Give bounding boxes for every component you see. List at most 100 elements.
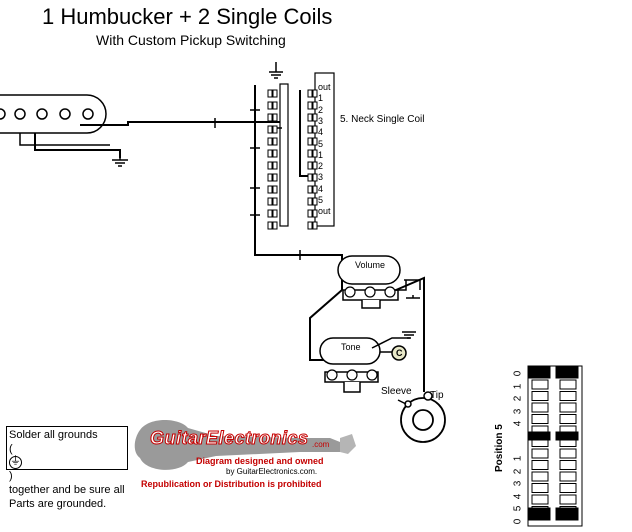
position-number: 3 <box>512 408 524 414</box>
ground-note-line2: together and be sure all <box>9 484 125 496</box>
position-number: 1 <box>512 383 524 389</box>
switch-terminal-label: out <box>318 206 331 217</box>
switch-lug <box>307 185 313 194</box>
switch-lug <box>312 161 318 170</box>
switch-lug <box>272 113 278 122</box>
position-slot <box>531 402 549 413</box>
switch-lug <box>267 221 273 230</box>
neck-pickup-label: 5. Neck Single Coil <box>340 114 425 125</box>
switch-terminal-label: 5 <box>318 138 324 149</box>
position-slot <box>559 483 577 493</box>
switch-lug <box>307 221 313 230</box>
humbucker-poles <box>0 108 94 120</box>
switch-lug <box>307 161 313 170</box>
switch-terminal-label: 2 <box>318 161 324 172</box>
distribution-warning: Republication or Distribution is prohibi… <box>141 479 322 489</box>
switch-lug <box>267 197 273 206</box>
position-slot <box>531 414 549 424</box>
switch-lug <box>267 161 273 170</box>
position-slot <box>531 494 549 505</box>
switch-lug <box>272 161 278 170</box>
switch-lug <box>272 101 278 110</box>
switch-lug <box>312 149 318 158</box>
switch-lug <box>272 197 278 206</box>
switch-lug <box>312 197 318 206</box>
switch-lug <box>267 137 273 146</box>
position-number: 4 <box>512 493 524 499</box>
tone-capacitor <box>391 345 407 361</box>
credit-line2: by GuitarElectronics.com. <box>226 467 318 476</box>
position-number: 5 <box>512 505 524 512</box>
volume-to-tone-wire <box>309 289 343 361</box>
switch-lug <box>312 221 318 230</box>
switch-lug <box>267 101 273 110</box>
position-slot <box>531 471 549 482</box>
switch-lug <box>307 137 313 146</box>
page-subtitle: With Custom Pickup Switching <box>96 32 286 48</box>
switch-lug <box>267 209 273 218</box>
position-slot <box>559 448 577 459</box>
switch-lug <box>312 113 318 122</box>
switch-lug <box>312 173 318 182</box>
position-slot <box>559 414 577 424</box>
switch-lug <box>312 101 318 110</box>
position-slot <box>531 483 549 493</box>
position-slot <box>559 471 577 482</box>
position-number: 1 <box>512 455 524 462</box>
switch-lug <box>307 101 313 110</box>
brand-logo-suffix: .com <box>312 440 330 449</box>
brand-logo-text: GuitarElectronics <box>150 428 309 449</box>
jack-tip-label: Tip <box>430 390 444 401</box>
position-slot <box>559 460 577 470</box>
switch-lug <box>272 185 278 194</box>
brand-logo <box>134 420 356 470</box>
humbucker-pickup <box>0 94 107 134</box>
switch-lug <box>307 197 313 206</box>
position-slot <box>531 448 549 459</box>
switch-lug <box>267 89 273 98</box>
switch-lug <box>272 221 278 230</box>
volume-label: Volume <box>355 260 386 270</box>
switch-terminal-label: out <box>318 82 331 92</box>
switch-lug <box>267 113 273 122</box>
position-slot <box>559 379 577 390</box>
volume-pot-body <box>337 255 401 285</box>
switch-terminal-label: 1 <box>318 93 324 104</box>
position-diagram <box>527 365 583 527</box>
switch-lug <box>307 113 313 122</box>
position-slot <box>531 460 549 470</box>
ground-note-line1: Solder all grounds <box>9 429 98 441</box>
position-slot <box>559 494 577 505</box>
tone-label: Tone <box>341 342 361 352</box>
switch-lug <box>312 209 318 218</box>
switch-ground-icon <box>269 62 283 79</box>
switch-terminal-label: 4 <box>318 127 324 138</box>
switch-lug <box>312 185 318 194</box>
switch-terminal-label: 4 <box>318 183 324 194</box>
switch-lug <box>272 125 278 134</box>
volume-to-jack-wire <box>395 276 425 392</box>
position-number: 0 <box>512 370 524 377</box>
switch-lug <box>272 149 278 158</box>
ground-icon <box>9 454 22 469</box>
switch-terminal-label: 1 <box>318 149 324 160</box>
switch-lug <box>307 89 313 98</box>
position-number: 2 <box>512 468 524 474</box>
switch-lug <box>307 149 313 158</box>
ground-note: Solder all grounds () together and be su… <box>6 426 128 510</box>
humbucker-ground-icon <box>112 158 128 167</box>
position-slot <box>559 402 577 413</box>
position-number: 4 <box>512 420 524 427</box>
switch-lug <box>267 173 273 182</box>
jack-sleeve-label: Sleeve <box>381 386 412 397</box>
switch-lug <box>267 149 273 158</box>
humbucker-hot-wire <box>80 121 282 126</box>
switch-lug <box>267 125 273 134</box>
switch-lug <box>272 209 278 218</box>
switch-terminal-label: 3 <box>318 172 324 183</box>
credit-line1: Diagram designed and owned <box>196 456 324 466</box>
switch-lug <box>312 137 318 146</box>
ground-note-line3: Parts are grounded. <box>9 498 107 510</box>
switch-lug <box>307 173 313 182</box>
position-label: Position 5 <box>494 424 505 472</box>
